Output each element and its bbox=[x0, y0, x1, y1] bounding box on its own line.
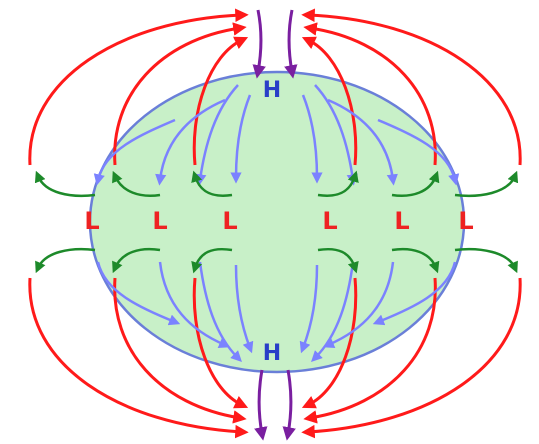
red-arrow-bottom-right-inner bbox=[301, 277, 358, 409]
red-arrow-bottom-left-inner bbox=[192, 277, 249, 409]
green-arrow-bottom-1 bbox=[35, 247, 96, 274]
blue-arrow-bottom-2 bbox=[198, 261, 242, 362]
blue-arrow-top-2 bbox=[195, 84, 239, 186]
green-arrows-bottom bbox=[35, 247, 518, 274]
blue-arrow-bottom-far-left bbox=[96, 261, 181, 326]
red-arrow-bottom-right-outer bbox=[301, 277, 522, 439]
blue-arrow-top-1 bbox=[155, 98, 226, 186]
low-label-3: L bbox=[222, 207, 237, 235]
low-label-4: L bbox=[322, 207, 337, 235]
purple-arrow-top-right bbox=[284, 9, 298, 79]
blue-arrow-top-5 bbox=[314, 84, 358, 186]
high-label-top: H bbox=[263, 78, 281, 103]
green-arrow-top-1 bbox=[34, 170, 96, 198]
green-arrow-top-3 bbox=[191, 170, 233, 197]
red-arrows-top bbox=[28, 8, 522, 166]
blue-arrows-top bbox=[93, 84, 460, 186]
green-arrow-top-6 bbox=[454, 170, 519, 198]
red-arrow-top-left-outer bbox=[28, 8, 249, 166]
blue-arrow-top-6 bbox=[327, 98, 398, 186]
blue-arrow-bottom-4 bbox=[299, 264, 319, 354]
blue-arrows-bottom bbox=[96, 261, 457, 362]
blue-arrow-top-3 bbox=[230, 94, 252, 184]
blue-arrow-bottom-far-right bbox=[372, 261, 457, 326]
blue-arrow-top-far-left bbox=[93, 118, 176, 186]
red-arrow-top-left-inner bbox=[192, 36, 249, 166]
red-arrow-top-right-outer bbox=[301, 8, 522, 166]
red-arrow-bottom-left-mid bbox=[113, 277, 247, 424]
blue-arrow-bottom-5 bbox=[311, 261, 355, 362]
low-label-6: L bbox=[458, 207, 473, 235]
green-arrow-bottom-3 bbox=[191, 248, 233, 274]
green-arrow-bottom-5 bbox=[391, 248, 440, 274]
blue-arrow-top-far-right bbox=[377, 118, 460, 186]
purple-arrows bbox=[252, 9, 298, 441]
purple-arrow-top-left bbox=[252, 9, 266, 79]
red-arrow-top-left-mid bbox=[113, 22, 247, 166]
blue-arrow-bottom-3 bbox=[234, 264, 254, 354]
green-arrows-top bbox=[34, 170, 519, 198]
red-arrows-bottom bbox=[28, 277, 522, 439]
high-label-bottom: H bbox=[263, 341, 281, 366]
blue-arrow-top-4 bbox=[301, 94, 323, 184]
green-arrow-bottom-4 bbox=[317, 248, 359, 274]
blue-arrow-bottom-6 bbox=[322, 261, 395, 348]
low-label-2: L bbox=[152, 207, 167, 235]
purple-arrow-bottom-left bbox=[254, 369, 268, 441]
green-arrow-top-4 bbox=[317, 170, 359, 197]
planet-ellipse bbox=[88, 70, 466, 374]
red-arrow-top-right-mid bbox=[303, 22, 437, 166]
green-arrow-top-2 bbox=[112, 170, 161, 197]
low-label-5: L bbox=[394, 207, 409, 235]
blue-arrow-bottom-1 bbox=[158, 261, 231, 348]
green-arrow-bottom-2 bbox=[112, 248, 161, 274]
red-arrow-bottom-left-outer bbox=[28, 277, 249, 439]
green-arrow-bottom-6 bbox=[454, 247, 518, 274]
low-label-1: L bbox=[84, 207, 99, 235]
red-arrow-top-right-inner bbox=[301, 36, 358, 166]
red-arrow-bottom-right-mid bbox=[303, 277, 437, 424]
green-arrow-top-5 bbox=[391, 170, 440, 197]
purple-arrow-bottom-right bbox=[282, 369, 296, 441]
